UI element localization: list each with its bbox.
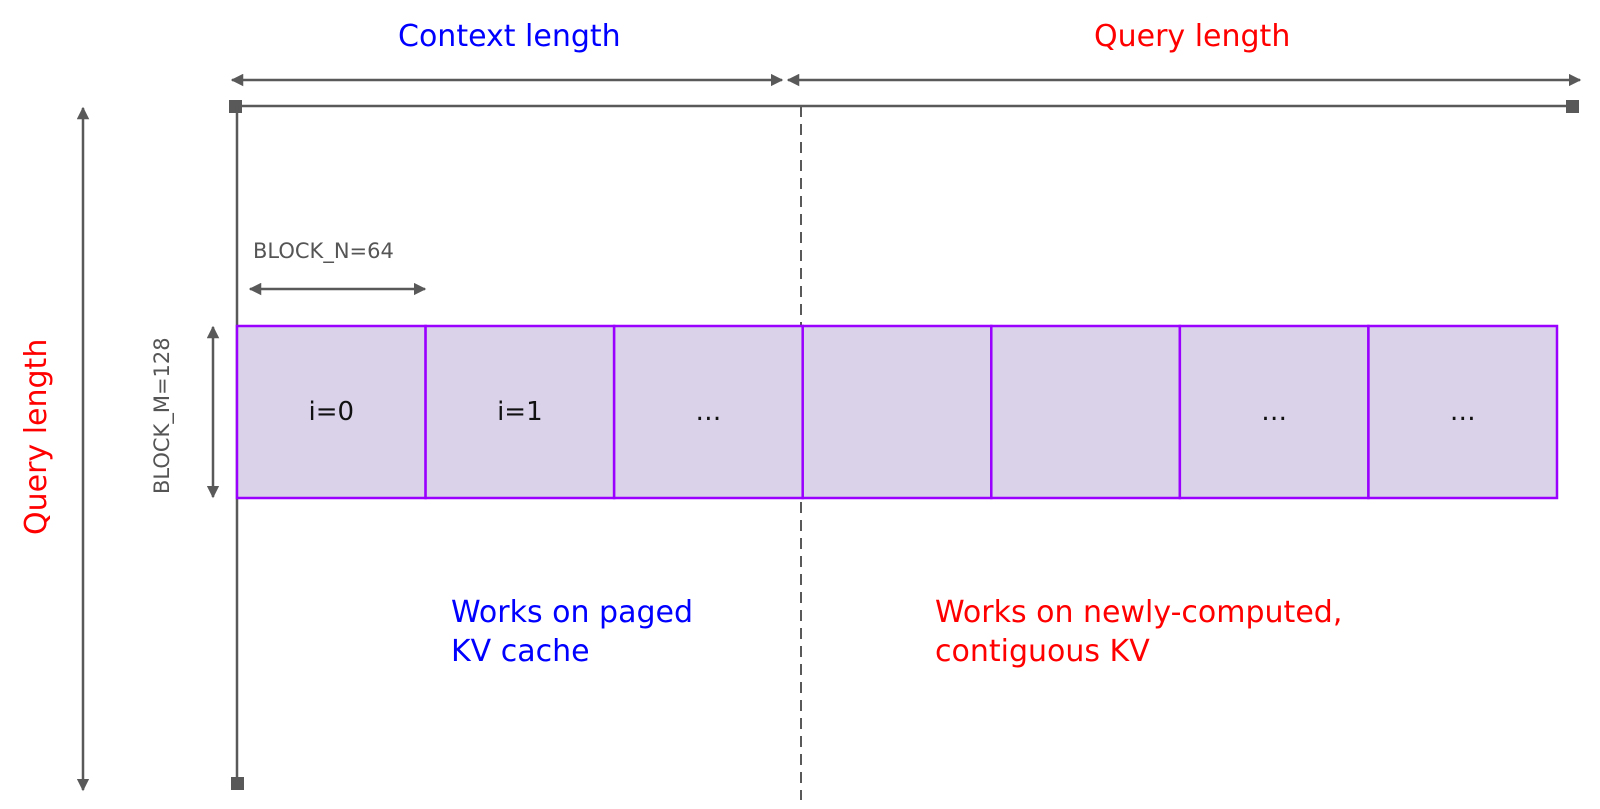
query-length-side-label: Query length — [19, 338, 54, 535]
block-cell-label: … — [1449, 397, 1476, 427]
context-length-label: Context length — [398, 19, 621, 54]
block-n-label: BLOCK_N=64 — [253, 239, 394, 263]
block-cell — [1367, 324, 1559, 500]
query-length-top-label: Query length — [1094, 19, 1291, 54]
block-cell-label: i=1 — [497, 397, 543, 427]
block-cell — [235, 324, 427, 500]
contiguous-kv-note-line: contiguous KV — [935, 634, 1150, 669]
axis-endcap-top-left — [229, 100, 242, 113]
contiguous-kv-note-line: Works on newly-computed, — [935, 595, 1343, 630]
block-cell — [801, 324, 993, 500]
paged-kv-note-line: Works on paged — [451, 595, 694, 630]
paged-kv-note: Works on paged KV cache — [451, 593, 693, 671]
block-cell-label: … — [695, 397, 722, 427]
axis-endcap-top-right — [1566, 100, 1579, 113]
block-cell-label: … — [1261, 397, 1288, 427]
block-cell-label: i=0 — [308, 397, 355, 427]
block-m-label: BLOCK_M=128 — [150, 337, 174, 494]
block-cell — [424, 324, 616, 500]
axis-endcap-bottom — [231, 777, 244, 790]
paged-kv-note-line: KV cache — [451, 634, 590, 669]
contiguous-kv-note: Works on newly-computed, contiguous KV — [935, 593, 1342, 671]
block-row — [235, 324, 1559, 500]
block-cell — [990, 324, 1182, 500]
